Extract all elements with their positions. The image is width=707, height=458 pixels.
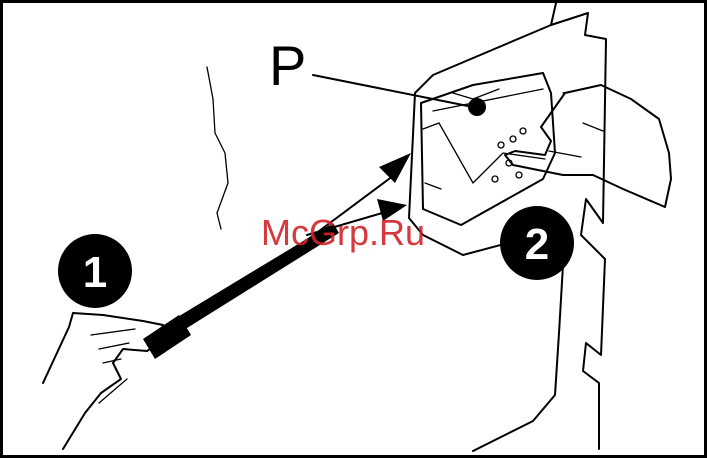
right-hand-detail — [549, 85, 603, 157]
installation-illustration: P 1 2 McGrp — [3, 3, 704, 455]
module-p — [421, 73, 555, 225]
callout-label-p: P — [269, 34, 306, 97]
left-hand-fingers — [91, 329, 135, 403]
step-marker-2: 2 — [500, 206, 574, 280]
step-marker-1: 1 — [58, 234, 132, 308]
step-label-1: 1 — [83, 248, 107, 297]
callout-leader-p — [313, 75, 473, 107]
wall-detail-line — [207, 67, 228, 229]
right-hand — [505, 85, 671, 207]
step-label-2: 2 — [525, 220, 549, 269]
watermark-text: McGrp.Ru — [261, 212, 425, 253]
